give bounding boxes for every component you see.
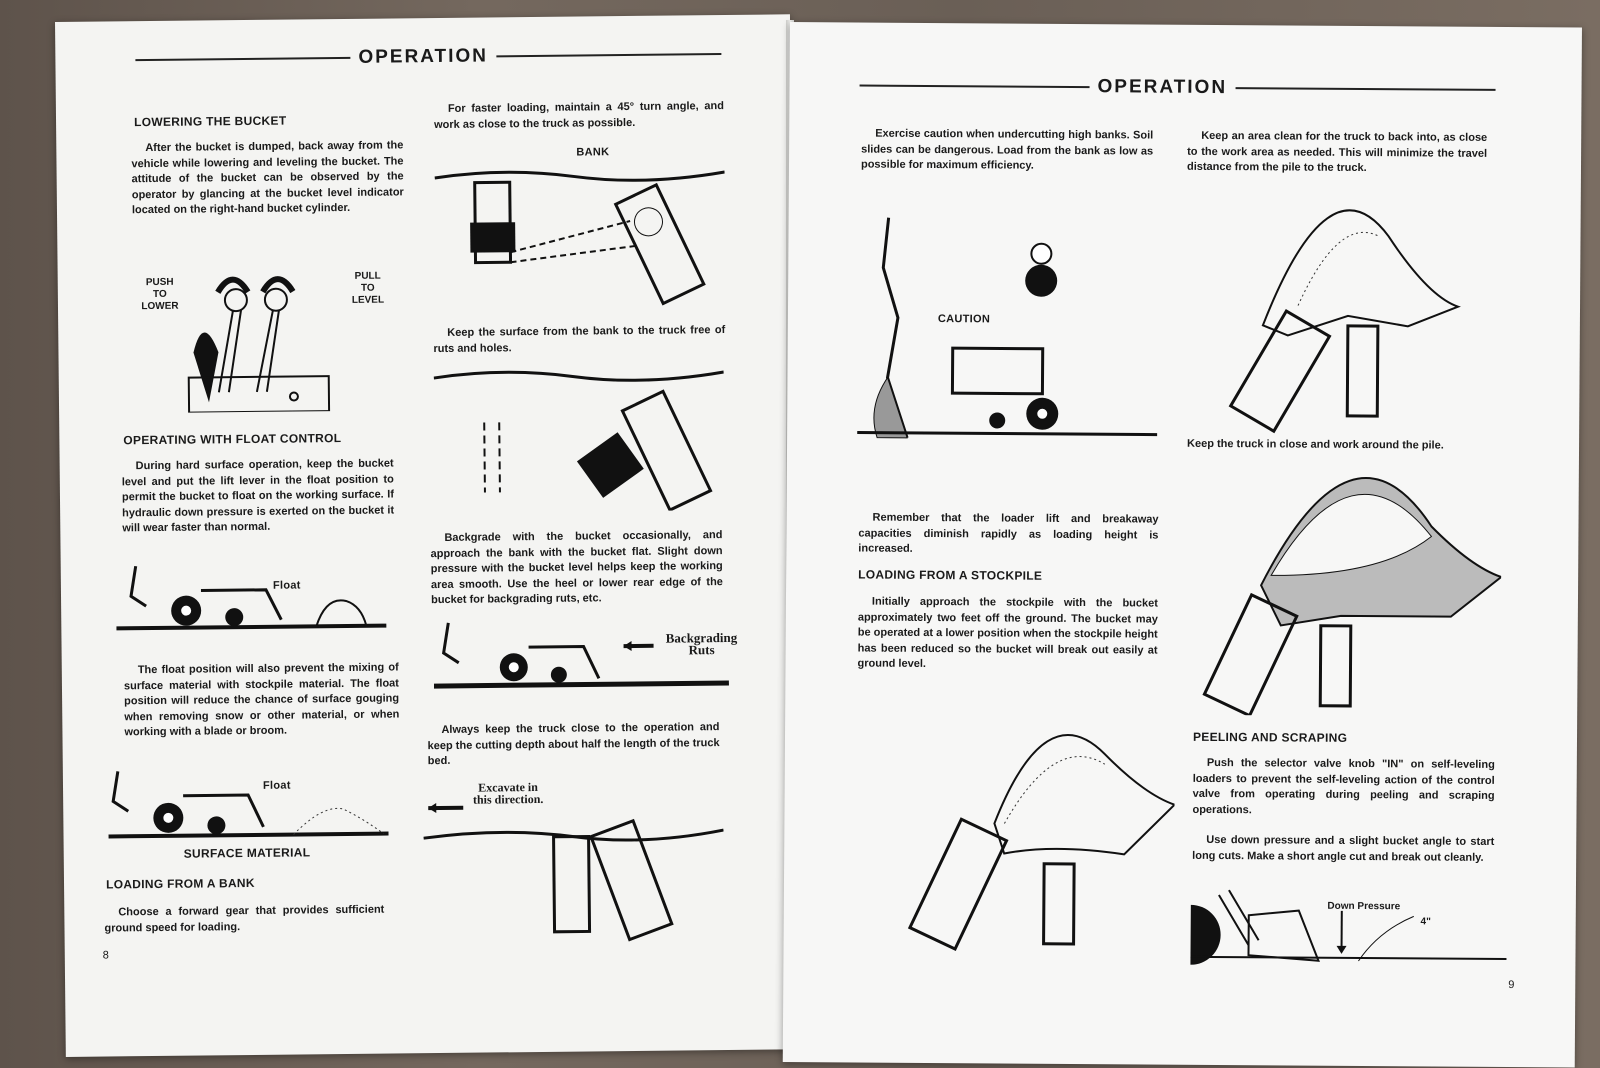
peeling-diagram: [1190, 889, 1507, 965]
paragraph: Remember that the loader lift and breaka…: [858, 511, 1159, 555]
paragraph: During hard surface operation, keep the …: [121, 457, 395, 535]
work-around-pile-illustration: [1202, 477, 1502, 717]
paragraph: Always keep the truck close to the opera…: [427, 721, 720, 768]
float-label: Float: [262, 779, 291, 792]
paragraph: Backgrade with the bucket occasionally, …: [430, 529, 723, 607]
section-heading: LOADING FROM A BANK: [105, 875, 255, 892]
bank-surface-diagram: [433, 370, 724, 513]
section-heading: LOWERING THE BUCKET: [133, 113, 287, 130]
page-number: 8: [102, 949, 109, 962]
header-title: OPERATION: [358, 45, 489, 68]
backgrading-label: Backgrading Ruts: [665, 629, 738, 658]
section-heading: LOADING FROM A STOCKPILE: [858, 567, 1043, 583]
paragraph: After the bucket is dumped, back away fr…: [131, 139, 404, 217]
paragraph: Keep the surface from the bank to the tr…: [433, 323, 726, 355]
section-heading: PEELING AND SCRAPING: [1192, 729, 1348, 745]
bank-label: BANK: [576, 146, 610, 159]
left-page: OPERATION LOWERING THE BUCKET After the …: [55, 14, 801, 1057]
caution-label: CAUTION: [937, 313, 991, 326]
depth-label: 4": [1420, 916, 1431, 928]
page-header: OPERATION: [859, 74, 1496, 100]
paragraph: Keep an area clean for the truck to back…: [1186, 129, 1488, 175]
lever-illustration: [187, 276, 331, 413]
float-illustration-1: [116, 565, 387, 631]
paragraph: Exercise caution when undercutting high …: [860, 127, 1154, 172]
paragraph: For faster loading, maintain a 45° turn …: [434, 100, 724, 131]
paragraph: Choose a forward gear that provides suff…: [104, 903, 385, 935]
float-illustration-2: [108, 771, 389, 839]
excavate-diagram: [423, 803, 724, 942]
down-pressure-label: Down Pressure: [1327, 900, 1401, 913]
stockpile-approach-illustration: [907, 734, 1176, 952]
caption: Keep the truck in close and work around …: [1187, 437, 1444, 452]
caution-illustration: [857, 217, 1158, 439]
section-heading: OPERATING WITH FLOAT CONTROL: [123, 431, 342, 448]
right-page: OPERATION Exercise caution when undercut…: [782, 22, 1582, 1068]
truck-near-pile-illustration: [1228, 209, 1461, 434]
backgrading-illustration: [433, 622, 729, 689]
page-number: 9: [1508, 979, 1515, 992]
surface-material-label: SURFACE MATERIAL: [183, 845, 311, 861]
header-title: OPERATION: [1097, 76, 1228, 99]
paragraph: Push the selector valve knob "IN" on sel…: [1192, 756, 1495, 816]
paragraph: The float position will also prevent the…: [123, 661, 400, 739]
bank-loading-diagram: [434, 170, 725, 306]
page-header: OPERATION: [135, 43, 721, 71]
lever-label-push: PUSH TO LOWER: [141, 276, 179, 313]
paragraph: Use down pressure and a slight bucket an…: [1192, 833, 1495, 864]
paragraph: Initially approach the stockpile with th…: [857, 595, 1158, 670]
float-label: Float: [272, 579, 301, 592]
